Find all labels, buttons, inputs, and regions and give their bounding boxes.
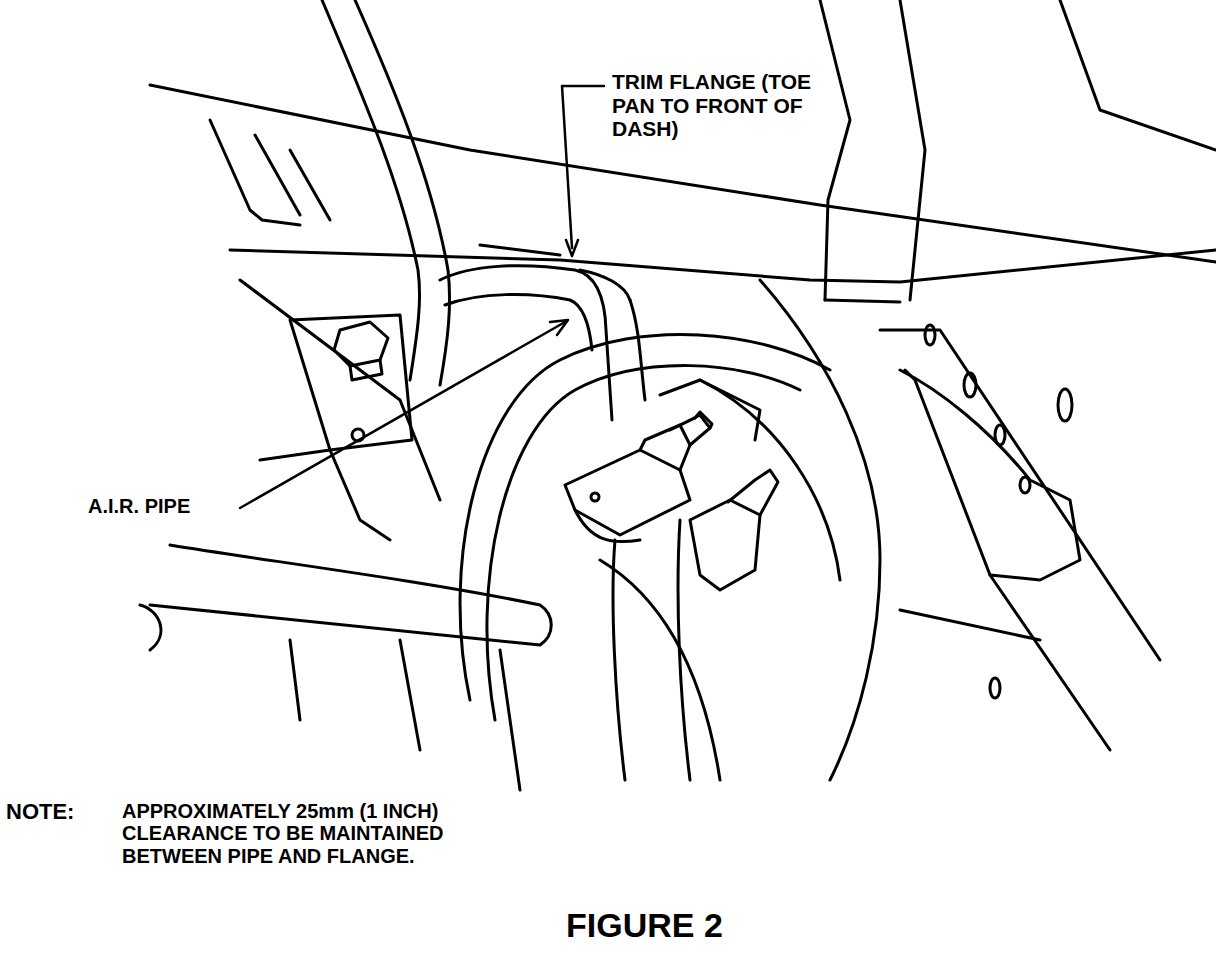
nipple	[728, 470, 778, 515]
panel-seam	[825, 300, 900, 302]
housing-outline	[460, 335, 830, 700]
air-pipe	[580, 270, 630, 300]
hose	[678, 520, 690, 780]
nipple	[695, 412, 712, 428]
panel-seam	[900, 0, 925, 300]
hole	[1058, 389, 1072, 421]
hose	[210, 120, 300, 225]
panel-seam	[820, 0, 850, 300]
leader-line	[240, 322, 565, 508]
note-heading: NOTE:	[6, 800, 122, 825]
frame-line	[880, 330, 1160, 660]
hose	[290, 150, 330, 220]
note-text: APPROXIMATELY 25mm (1 INCH) CLEARANCE TO…	[122, 800, 502, 867]
bracket	[260, 450, 390, 540]
bracket	[290, 315, 412, 450]
hole	[990, 678, 1000, 698]
hole	[591, 493, 599, 501]
air-pipe	[445, 295, 592, 350]
leader-line	[562, 86, 604, 248]
housing-outline	[600, 560, 720, 780]
right-bracket	[900, 370, 1080, 580]
hole	[925, 325, 935, 345]
part-label: TRIM FLANGE (TOE PAN TO FRONT OF DASH)	[612, 70, 827, 141]
housing-outline	[760, 280, 880, 780]
trim-flange	[480, 245, 560, 255]
part-label: A.I.R. PIPE	[88, 495, 238, 517]
housing-outline	[700, 380, 840, 580]
crossbar	[140, 605, 161, 650]
hole	[995, 425, 1005, 445]
trim-flange	[230, 250, 1216, 282]
frame-line	[290, 640, 520, 790]
arrowhead	[566, 240, 578, 256]
hose	[575, 510, 640, 542]
nut	[640, 425, 690, 470]
frame-line	[240, 280, 440, 500]
hole	[1020, 477, 1030, 493]
frame-line	[900, 610, 1040, 640]
crossbar	[150, 545, 551, 645]
panel-edge	[1060, 0, 1216, 150]
nipple	[670, 415, 710, 445]
fitting	[660, 380, 760, 440]
pipe	[322, 0, 420, 380]
air-pipe	[440, 266, 612, 420]
figure-caption: FIGURE 2	[566, 906, 866, 944]
right-bracket	[905, 370, 1110, 750]
hole	[964, 373, 976, 397]
housing-outline	[487, 366, 800, 720]
nut	[690, 500, 760, 590]
hose	[255, 135, 300, 215]
arrowhead	[550, 320, 568, 335]
hose	[613, 540, 625, 780]
bolt-head	[350, 360, 382, 380]
air-pipe	[630, 300, 645, 400]
